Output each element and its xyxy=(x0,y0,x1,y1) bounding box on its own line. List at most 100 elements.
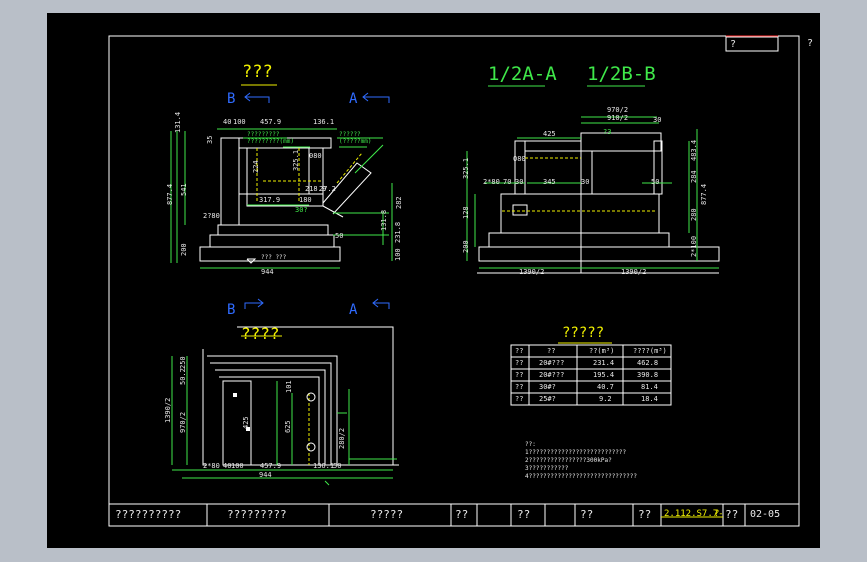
plan-dim-left-a: 131.4 xyxy=(174,111,182,133)
elevation-dim-mid-a: 101 xyxy=(285,380,293,393)
plan-section-marker-b: B xyxy=(227,91,236,107)
elevation-dim-bottom-b: 40 xyxy=(223,462,232,470)
plan-dim-base: 944 xyxy=(261,268,274,276)
section-dim-left-f: 200 xyxy=(462,240,470,253)
section-dim-top-a: 970/2 xyxy=(607,106,629,114)
plan-dim-right-c: 231.8 xyxy=(394,221,402,243)
notes-line: 2????????????????300kPa? xyxy=(525,457,612,464)
plan-dim-left-b: 541 xyxy=(180,183,188,196)
notes-line: 4?????????????????????????????? xyxy=(525,473,637,480)
plan-dim-mid-c: 30? xyxy=(295,206,308,214)
plan-dim-left-d: 200 xyxy=(180,243,188,256)
section-dim-top-b: 910/2 xyxy=(607,114,629,122)
elevation-dim-bottom-c: 100 xyxy=(231,462,244,470)
table-cell: ?? xyxy=(515,359,524,367)
table-header-cell: ??(m³) xyxy=(589,347,615,355)
section-title-b: 1/2B-B xyxy=(587,63,656,85)
plan-dim-mid-b: 180 xyxy=(299,196,312,204)
section-dim-left-a: 325.1 xyxy=(462,157,470,179)
table-cell: 195.4 xyxy=(593,371,615,379)
notes-line: 1??????????????????????????? xyxy=(525,449,627,456)
table-cell: ?? xyxy=(515,383,524,391)
plan-note-b: ?????????(mm) xyxy=(247,138,294,145)
plan-dim-mid-a: 317.9 xyxy=(259,196,281,204)
section-title-a: 1/2A-A xyxy=(488,63,557,85)
table-cell: 40.7 xyxy=(597,383,614,391)
section-dim-right-e: 2*100 xyxy=(690,235,698,257)
table-cell: 20#??? xyxy=(539,359,565,367)
plan-dim-right-d: 100 xyxy=(394,248,402,261)
plan-dim-mid-f: 224 xyxy=(252,160,260,173)
section-dim-left-e: 128 xyxy=(462,206,470,219)
notes-line: 3??????????? xyxy=(525,465,569,472)
corner-box xyxy=(725,36,779,52)
titleblock-drawing-name: ????????? xyxy=(227,508,287,521)
plan-dim-top-a: 40 xyxy=(223,118,232,126)
elevation-dim-mid-b: 425 xyxy=(242,416,250,429)
elevation-view xyxy=(171,298,399,486)
plan-note-a: ????????? xyxy=(247,131,280,138)
title-block-grid xyxy=(109,503,799,526)
titleblock-review: ?? xyxy=(517,508,531,521)
quantity-table-grid xyxy=(510,342,672,406)
plan-dim-top-c: 457.9 xyxy=(260,118,282,126)
section-view xyxy=(466,85,720,274)
drawing-sheet: ? ? ??? B A 40 100 457.9 136.1 ?????????… xyxy=(47,13,820,548)
sheet-frame xyxy=(108,35,800,527)
table-cell: 25#? xyxy=(539,395,556,403)
corner-mark: ? xyxy=(807,38,814,49)
elevation-dim-right-a: 280/2 xyxy=(338,427,346,449)
corner-box-label: ? xyxy=(730,39,737,50)
plan-dim-note-a: 2?80 xyxy=(203,212,220,220)
plan-dim-mid-e: 325.1 xyxy=(292,149,300,171)
table-cell: 81.4 xyxy=(641,383,658,391)
plan-dim-right-b: 131.8 xyxy=(380,209,388,231)
plan-section-marker-a: A xyxy=(349,91,358,107)
section-dim-right-d: 280 xyxy=(690,208,698,221)
section-dim-left-d: 30 xyxy=(515,178,524,186)
plan-dim-left-c: 877.4 xyxy=(166,183,174,205)
section-dim-right-c: 877.4 xyxy=(700,183,708,205)
table-cell: ?? xyxy=(515,371,524,379)
plan-view xyxy=(170,84,393,269)
elevation-dim-bottom-e: 136.1 xyxy=(313,462,335,470)
section-dim-left-c: 70 xyxy=(503,178,512,186)
titleblock-sheet-number: 02-05 xyxy=(750,509,781,520)
table-cell: 30#? xyxy=(539,383,556,391)
plan-view-title: ??? xyxy=(242,62,273,82)
titleblock-approve: ?? xyxy=(580,508,594,521)
section-dim-mid-d: 50 xyxy=(651,178,660,186)
section-dim-top-d: 425 xyxy=(543,130,556,138)
plan-dim-mid-h: 218.0 xyxy=(305,185,327,193)
elevation-dim-base: 944 xyxy=(259,471,272,479)
table-cell: 9.2 xyxy=(599,395,612,403)
plan-note-c: ?????? xyxy=(339,131,361,138)
table-cell: 390.8 xyxy=(637,371,659,379)
table-cell: 231.4 xyxy=(593,359,615,367)
table-cell: 462.8 xyxy=(637,359,659,367)
elevation-marker-a: A xyxy=(349,302,358,318)
section-dim-base-a: 1390/2 xyxy=(519,268,545,276)
elevation-dim-bottom-f: 50 xyxy=(333,462,342,470)
table-header-cell: ?? xyxy=(515,347,524,355)
elevation-dim-left-c: 1390/2 xyxy=(164,397,172,423)
elevation-dim-bottom-d: 457.9 xyxy=(260,462,282,470)
plan-dim-mid-i: 27.2 xyxy=(319,185,336,193)
titleblock-design: ????? xyxy=(370,508,404,521)
table-title: ????? xyxy=(562,325,605,341)
plan-dim-right-a: 282 xyxy=(395,196,403,209)
elevation-dim-left-b: 250 xyxy=(179,356,187,369)
plan-dim-top-d: 136.1 xyxy=(313,118,335,126)
section-dim-right-b: 284 xyxy=(690,170,698,183)
section-dim-base-b: 1390/2 xyxy=(621,268,647,276)
section-dim-mid-c: 30 xyxy=(581,178,590,186)
titleblock-project-name: ?????????? xyxy=(115,508,182,521)
table-header-cell: ????(m³) xyxy=(633,347,667,355)
plan-dim-top-b: 100 xyxy=(233,118,246,126)
table-cell: 18.4 xyxy=(641,395,658,403)
table-header-cell: ?? xyxy=(547,347,556,355)
elevation-marker-b: B xyxy=(227,302,236,318)
plan-dim-left-e: 35 xyxy=(206,135,214,144)
titleblock-sheet-label: ?? xyxy=(725,508,739,521)
elevation-dim-bottom-a: 2*80 xyxy=(203,462,220,470)
